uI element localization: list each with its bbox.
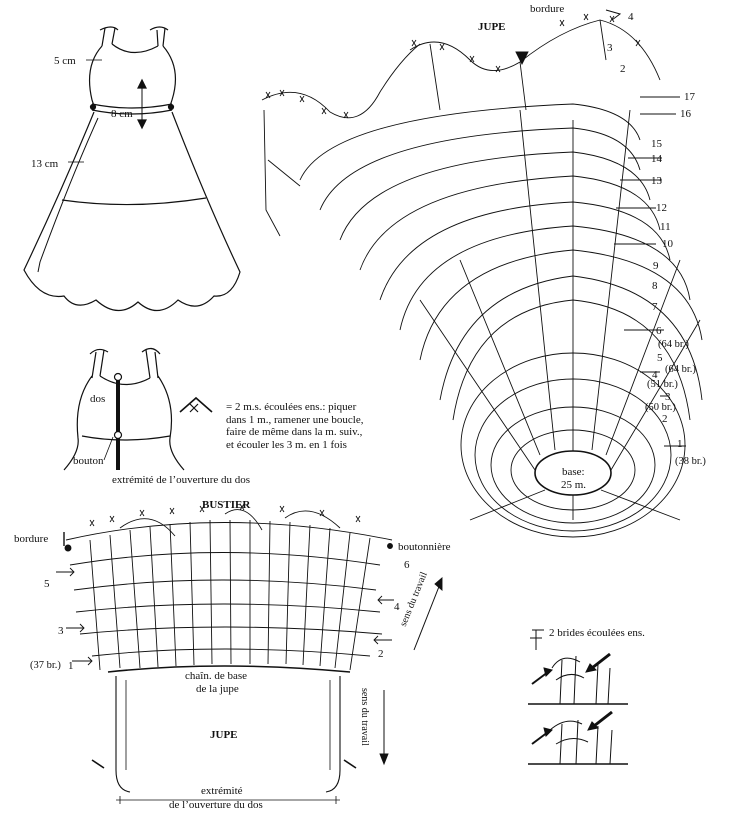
bustier-count: (37 br.) [30,660,61,671]
bustier-jupe-label: JUPE [210,729,238,741]
bustier-bottom-line2: de l’ouverture du dos [169,799,263,811]
dec-legend-line: faire de même dans la m. suiv., [226,426,363,438]
chain-base-line2: de la jupe [196,683,239,695]
back-label-dos: dos [90,393,106,405]
sens-travail-down: sens du travail [359,688,370,746]
skirt-title: JUPE [478,21,506,33]
skirt-row-label: 1 [677,438,683,450]
skirt-base-line2: 25 m. [561,479,587,491]
dress-silhouette [23,26,241,312]
back-label-bouton: bouton [73,455,104,467]
skirt-row-label: 15 [651,138,662,150]
bustier-row-left: 3 [58,625,64,637]
skirt-count: (50 br.) [645,402,676,413]
skirt-row-3-top: 3 [607,42,613,54]
skirt-row-label: 13 [651,175,662,187]
skirt-count: (64 br.) [665,364,696,375]
skirt-row-label: 11 [660,221,671,233]
skirt-row-label: 8 [652,280,658,292]
bustier-title: BUSTIER [202,499,251,511]
dress-dim-top: 5 cm [54,55,76,67]
skirt-count: (64 br.) [658,339,689,350]
bustier-row-left: 5 [44,578,50,590]
dec-legend-line: et écouler les 3 m. en 1 fois [226,438,347,451]
dec-legend-line: dans 1 m., ramener une boucle, [226,413,364,426]
skirt-row-label: 6 [656,325,662,337]
skirt-row-label: 12 [656,202,667,214]
bustier-row-left: 1 [68,660,74,672]
skirt-row-2-top: 2 [620,63,626,75]
bustier-boutonniere: boutonnière [398,541,451,553]
chain-base-line1: chaîn. de base [185,670,247,682]
bustier-row-right: 2 [378,648,384,660]
dec-legend-line: = 2 m.s. écoulées ens.: piquer [226,401,357,413]
brides-diagram [528,629,628,765]
skirt-row-label: 4 [652,369,658,381]
skirt-row-label: 17 [684,91,695,103]
skirt-count: (51 br.) [647,379,678,390]
skirt-row-label: 2 [662,413,668,425]
dec-legend-text: = 2 m.s. écoulées ens.: piquer dans 1 m.… [226,401,363,451]
skirt-row-label: 10 [662,238,673,250]
bustier-bordure: bordure [14,533,49,545]
skirt-row-label: 14 [651,153,662,165]
back-view [63,347,185,471]
skirt-count: (38 br.) [675,456,706,467]
skirt-row-4-top: 4 [628,11,634,23]
bustier-chart-drawing [56,503,443,804]
dress-dim-length: 13 cm [31,158,59,170]
dec-symbol [179,396,213,413]
back-caption: extrémité de l’ouverture du dos [112,474,251,486]
brides-legend-text: 2 brides écoulées ens. [549,627,645,639]
skirt-row-label: 7 [652,301,658,313]
bustier-row-right: 6 [404,559,410,571]
skirt-row-label: 5 [657,352,663,364]
skirt-chart-drawing [261,9,703,538]
bustier-bottom-line1: extrémité [201,785,243,797]
skirt-row-label: 3 [665,391,671,403]
skirt-base-line1: base: [562,466,585,478]
bustier-row-right: 4 [394,601,400,613]
dress-dim-waist: 8 cm [111,108,133,120]
skirt-bordure: bordure [530,3,565,15]
skirt-row-label: 16 [680,108,691,120]
skirt-row-label: 9 [653,260,659,272]
